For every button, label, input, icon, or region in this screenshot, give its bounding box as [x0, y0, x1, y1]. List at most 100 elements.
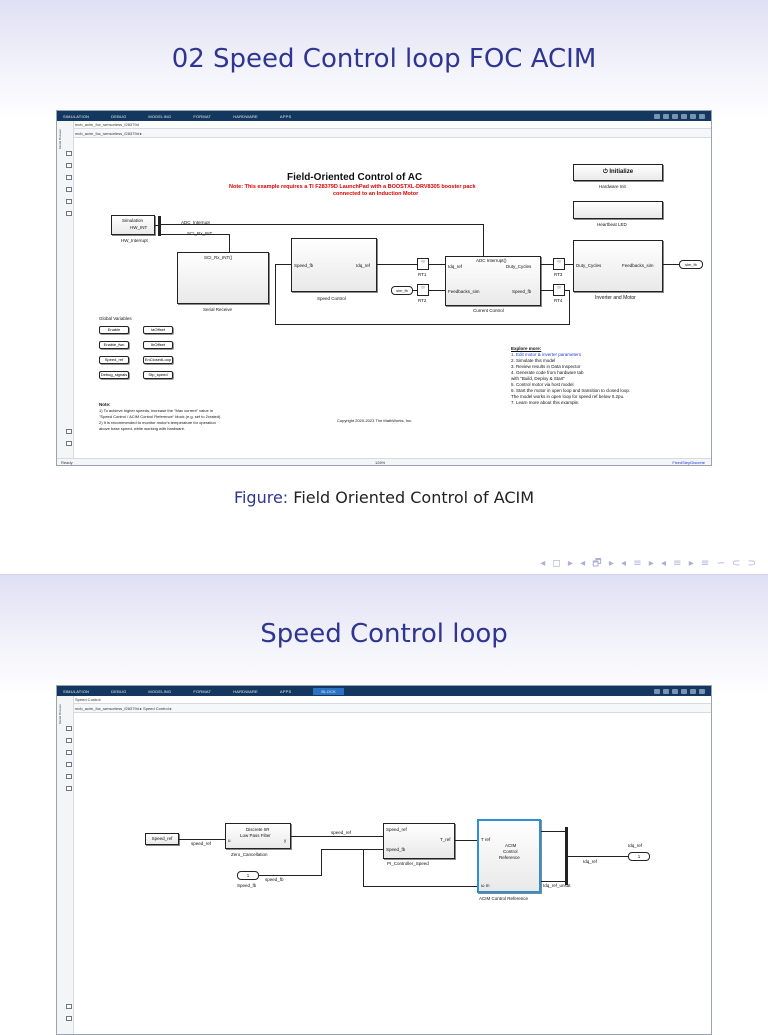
global-var-enable[interactable]: Enable	[99, 326, 129, 334]
model-browser-tab[interactable]: Model Browser	[58, 704, 62, 725]
rt1-block[interactable]: ▯▯	[417, 258, 429, 270]
global-var-enclosedloop[interactable]: EnClosedLoop	[143, 356, 173, 364]
heartbeat-led-block[interactable]	[573, 201, 663, 219]
undo-icon[interactable]	[663, 113, 669, 119]
global-var-enable-fwc[interactable]: Enable_fwc	[99, 341, 129, 349]
ribbon-tab-simulation[interactable]: SIMULATION	[63, 113, 90, 119]
speed-control-block[interactable]: Speed_fb Idq_ref	[291, 238, 377, 292]
model-canvas: Field-Oriented Control of AC Note: This …	[75, 140, 711, 458]
speed-fb-inport-label: Speed_fb	[237, 883, 257, 888]
diagram-title: Field-Oriented Control of AC	[287, 172, 423, 183]
global-var-iaoffset[interactable]: IaOffset	[143, 326, 173, 334]
acim-tref-port: T ref	[481, 837, 491, 842]
acim-control-reference-block[interactable]: ACIM Control Reference T ref ω m	[477, 819, 541, 893]
discrete-iir-filter-block[interactable]: Discrete IIR Low Pass Filter u y	[225, 823, 291, 849]
zoom-icon[interactable]	[66, 151, 72, 156]
redo-icon[interactable]	[672, 113, 678, 119]
undo-icon[interactable]	[663, 688, 669, 694]
table-icon[interactable]	[66, 1016, 72, 1021]
speed-fb-inport[interactable]: 1	[237, 871, 259, 880]
area-icon[interactable]	[66, 211, 72, 216]
annotation-icon[interactable]	[66, 762, 72, 767]
inverter-motor-block[interactable]: Duty_Cycles Feedbacks_sim	[573, 240, 663, 292]
explore-item-1[interactable]: 1. Edit motor & inverter parameters	[511, 352, 582, 357]
speed-ref-source-block[interactable]: Speed_ref	[145, 833, 179, 845]
fit-view-icon[interactable]	[66, 163, 72, 168]
pi-controller-speed-block[interactable]: Speed_ref Speed_fb T_ref	[383, 823, 455, 859]
breadcrumb-path[interactable]: mcb_acim_foc_sensorless_f28379d ▸ Speed …	[75, 705, 172, 711]
image-icon[interactable]	[66, 774, 72, 779]
ribbon-tab-apps[interactable]: APPS	[279, 113, 292, 119]
wire	[541, 290, 553, 291]
model-browser-sidebar: Model Browser	[57, 121, 74, 465]
minimize-icon[interactable]	[699, 688, 705, 694]
zoom-icon[interactable]	[66, 726, 72, 731]
camera-icon[interactable]	[66, 1004, 72, 1009]
diagram-note: Note: This example requires a TI F28379D…	[229, 184, 476, 190]
initialize-button[interactable]: ⏻ Initialize	[573, 164, 663, 181]
global-var-speed-ref[interactable]: Speed_ref	[99, 356, 129, 364]
ribbon: SIMULATION DEBUG MODELING FORMAT HARDWAR…	[57, 111, 711, 121]
minimize-icon[interactable]	[699, 113, 705, 119]
ribbon-tab-block[interactable]: BLOCK	[313, 687, 344, 695]
table-icon[interactable]	[66, 441, 72, 446]
redo-icon[interactable]	[672, 688, 678, 694]
idq-ref-in-port: Idq_ref	[448, 264, 463, 269]
ribbon-tab-debug[interactable]: DEBUG	[111, 113, 127, 119]
help-icon[interactable]	[690, 113, 696, 119]
current-control-block[interactable]: ADC Interrupt() Idq_ref Duty_Cycles Feed…	[445, 256, 541, 306]
search-icon[interactable]	[681, 688, 687, 694]
simulation-block[interactable]: Simulation HW_INT	[111, 215, 155, 235]
search-icon[interactable]	[681, 113, 687, 119]
help-icon[interactable]	[690, 688, 696, 694]
explore-item-5[interactable]: 5. Control motor via host model	[511, 382, 574, 387]
save-icon[interactable]	[654, 113, 660, 119]
arrow-icon[interactable]	[66, 175, 72, 180]
wire	[565, 290, 569, 291]
breadcrumb-path[interactable]: mcb_acim_foc_sensorless_f28379d ▸	[75, 130, 142, 136]
save-icon[interactable]	[654, 688, 660, 694]
ribbon-tab-modeling[interactable]: MODELING	[148, 688, 172, 694]
explore-item-4: 4. Generate code from hardware tab	[511, 370, 584, 375]
ribbon-tab-apps[interactable]: APPS	[279, 688, 292, 694]
global-var-debug-signals[interactable]: Debug_signals	[99, 371, 129, 379]
idq-ref-outport[interactable]: 1	[628, 852, 650, 861]
global-var-iboffset[interactable]: IbOffset	[143, 341, 173, 349]
ribbon-tab-format[interactable]: FORMAT	[193, 113, 212, 119]
ribbon-tab-modeling[interactable]: MODELING	[148, 113, 172, 119]
area-icon[interactable]	[66, 786, 72, 791]
ribbon-tab-simulation[interactable]: SIMULATION	[63, 688, 90, 694]
model-tab-bar: Speed Control	[57, 696, 711, 704]
rt4-label: RT4	[554, 298, 563, 303]
camera-icon[interactable]	[66, 429, 72, 434]
ribbon-tab-hardware[interactable]: HARDWARE	[233, 688, 258, 694]
rt4-block[interactable]: ▯▯	[553, 284, 565, 296]
beamer-navigation[interactable]: ◂ ◻ ▸ ◂ 🗗 ▸ ◂ ≡ ▸ ◂ ≡ ▸ ≡ ∽ ⊂ ⊃	[540, 558, 758, 569]
sim-fb-goto-out[interactable]: sim_fb	[679, 260, 703, 269]
fit-view-icon[interactable]	[66, 738, 72, 743]
wire	[541, 264, 553, 265]
global-var-stp-speed[interactable]: Stp_speed	[143, 371, 173, 379]
explore-item-7[interactable]: 7. Learn more about this example.	[511, 400, 580, 405]
rt2-block[interactable]: ▯▯	[417, 284, 429, 296]
rt3-block[interactable]: ▯▯	[553, 258, 565, 270]
status-bar: Ready 126% FixedStepDiscrete	[57, 458, 711, 465]
ribbon-tab-hardware[interactable]: HARDWARE	[233, 113, 258, 119]
acim-title-1: ACIM	[505, 843, 517, 848]
serial-receive-block[interactable]: SCI_Rx_INT()	[177, 252, 269, 304]
model-tab[interactable]: mcb_acim_foc_sensorless_f28379d	[75, 122, 139, 127]
filter-title-1: Discrete IIR	[246, 827, 270, 832]
status-solver[interactable]: FixedStepDiscrete	[672, 460, 705, 465]
annotation-icon[interactable]	[66, 187, 72, 192]
copyright: Copyright 2020-2023 The MathWorks, Inc.	[337, 418, 413, 423]
explore-item-4b: with "Build, Deploy & Start"	[511, 376, 565, 381]
ribbon-tab-debug[interactable]: DEBUG	[111, 688, 127, 694]
model-browser-tab[interactable]: Model Browser	[58, 129, 62, 150]
simulink-window: SIMULATION DEBUG MODELING FORMAT HARDWAR…	[56, 685, 712, 1035]
sim-fb-goto[interactable]: sim_fb	[391, 286, 413, 295]
model-tab[interactable]: Speed Control	[75, 697, 101, 702]
image-icon[interactable]	[66, 199, 72, 204]
ribbon-tab-format[interactable]: FORMAT	[193, 688, 212, 694]
rt1-label: RT1	[418, 272, 427, 277]
arrow-icon[interactable]	[66, 750, 72, 755]
